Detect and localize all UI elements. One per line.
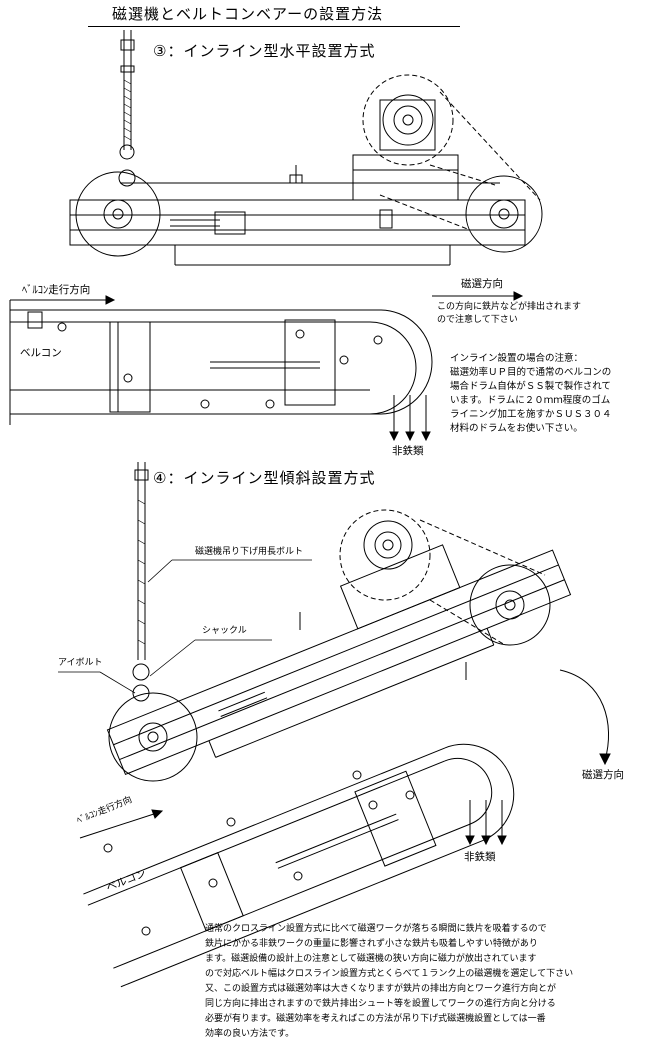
separator-inclined-drawing: [106, 462, 572, 782]
inline-note-line2: 磁選効率ＵＰ目的で通常のベルコンの: [450, 367, 612, 378]
description-line4: ので対応ベルト幅はクロスライン設置方式とくらべて１ランク上の磁選機を選定して下さ…: [205, 969, 574, 979]
inline-note-line4: います。ドラムに２０ｍｍ程度のゴム: [450, 395, 611, 406]
hanging-bolt-label: 磁選機吊り下げ用長ボルト: [195, 547, 304, 557]
section3-nonferrous-label: 非鉄類: [392, 445, 424, 457]
page-title: 磁選機とベルトコンベアーの設置方法: [112, 5, 384, 23]
description-line7: 必要が有ります。磁選効率を考えればこの方法が吊り下げ式磁選機設置としては一番: [205, 1014, 546, 1024]
conveyor-inclined-drawing: [79, 669, 611, 988]
section3-belt-label: ベルコン: [20, 347, 62, 359]
inline-note-line6: 材料のドラムをお使い下さい。: [450, 423, 583, 434]
description-line1: 通常のクロスライン設置方式に比べて磁選ワークが落ちる瞬間に鉄片を吸着するので: [205, 924, 547, 934]
shackle-label: シャックル: [202, 626, 247, 636]
section3-separation-direction-label: 磁選方向: [461, 278, 503, 290]
inline-note-line3: 場合ドラム自体がＳＳ製で製作されて: [450, 381, 611, 392]
separator-horizontal-drawing: [69, 30, 543, 266]
description-line8: 効率の良い方法です。: [205, 1029, 295, 1039]
section3-belt-direction-label: ﾍﾞﾙｺﾝ走行方向: [22, 284, 91, 296]
leader-lines: [58, 559, 312, 694]
description-line5: 又、この設置方式は磁選効率は大きくなりますが鉄片の排出方向とワーク進行方向とが: [205, 984, 557, 994]
section4-separation-direction-label: 磁選方向: [582, 769, 624, 781]
description-line6: 同じ方向に排出されますので鉄片排出シュート等を設置してワークの進行方向と分ける: [205, 999, 556, 1009]
section3-discharge-note-line1: この方向に鉄片などが排出されます: [437, 302, 582, 312]
section3-heading: ③：インライン型水平設置方式: [153, 42, 376, 60]
description-line3: ます。磁選設備の設計上の注意として磁選機の狭い方向に磁力が放出されています: [205, 954, 537, 964]
eyebolt-label: アイボルト: [58, 658, 103, 668]
inline-note-line5: ライニング加工を施すかＳＵＳ３０４: [450, 409, 612, 420]
description-line2: 鉄片にかかる非鉄ワークの重量に影響されず小さな鉄片も吸着しやすい特徴があり: [205, 939, 538, 949]
section3-discharge-note-line2: ので注意して下さい: [437, 315, 518, 325]
section4-heading: ④：インライン型傾斜設置方式: [153, 469, 376, 487]
conveyor-horizontal-drawing: [9, 291, 524, 442]
title-underline: [88, 26, 460, 27]
inline-note-line1: インライン設置の場合の注意：: [450, 353, 584, 364]
section4-nonferrous-label: 非鉄類: [464, 851, 496, 863]
